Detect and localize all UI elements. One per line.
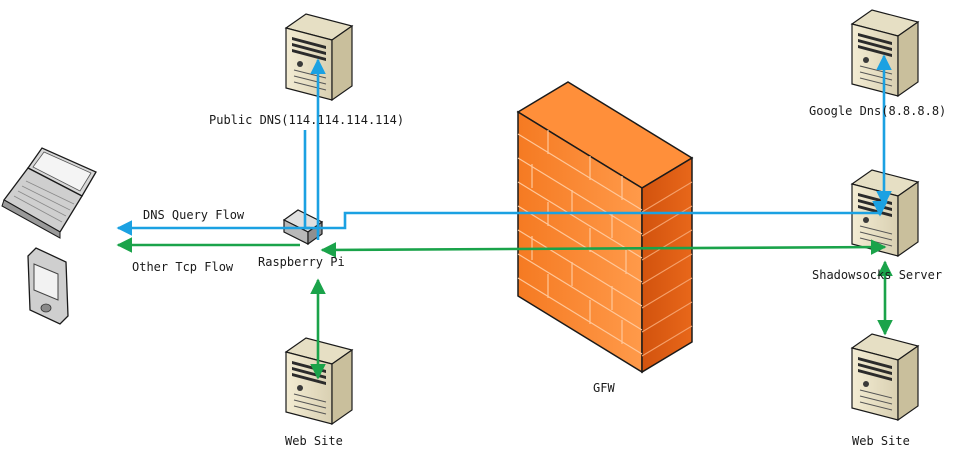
tcp-pi-to-shadowsocks [320,239,887,258]
web-site-left-label: Web Site [285,434,343,448]
server-icon [851,333,919,421]
google-dns-label: Google Dns(8.8.8.8) [809,104,946,118]
firewall-icon [516,81,694,374]
dns-flow-label: DNS Query Flow [143,208,245,222]
laptop-icon [1,147,97,239]
gfw-label: GFW [593,381,615,395]
public-dns-label: Public DNS(114.114.114.114) [209,113,404,127]
dns-flow-lines [116,54,892,240]
tcp-flow-label: Other Tcp Flow [132,260,234,274]
shadowsocks-label: Shadowsocks Server [812,268,942,282]
tcp-flow-lines [116,237,893,380]
raspberry-pi-label: Raspberry Pi [258,255,345,269]
web-site-right-label: Web Site [852,434,910,448]
phone-icon [27,247,69,325]
